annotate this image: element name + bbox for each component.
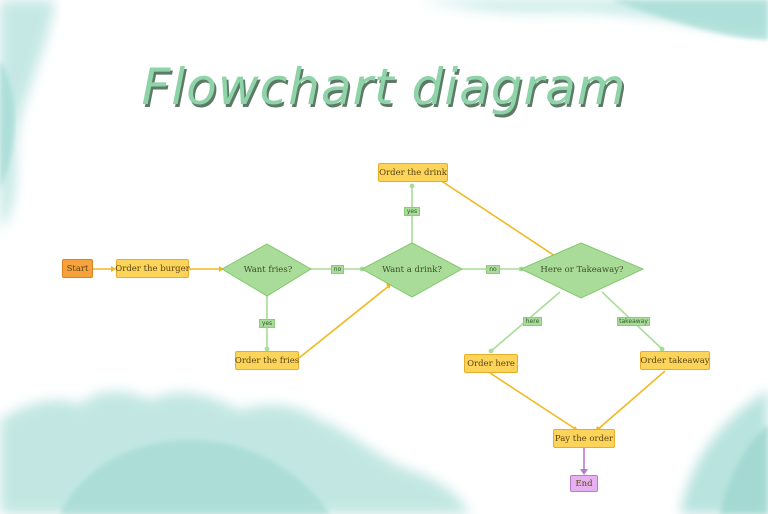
- edge-label-fries-yes: yes: [259, 319, 275, 328]
- edge-label-drink-yes: yes: [404, 207, 420, 216]
- order-burger-node[interactable]: Order the burger: [115, 259, 190, 278]
- decision-here-or-takeaway: [519, 242, 645, 299]
- here-or-takeaway-label: Here or Takeaway?: [540, 265, 624, 275]
- end-node[interactable]: End: [570, 475, 598, 492]
- arrow-fries-to-drink: [298, 284, 391, 359]
- page-title: Flowchart diagram: [141, 58, 627, 116]
- want-fries-label: Want fries?: [243, 265, 293, 275]
- order-takeaway-node[interactable]: Order takeaway: [640, 351, 710, 370]
- start-node[interactable]: Start: [62, 259, 93, 278]
- want-drink-label: Want a drink?: [382, 265, 442, 275]
- edge-label-drink-no: no: [486, 265, 500, 274]
- arrow-here-to-pay: [489, 372, 578, 431]
- edge-label-takeaway: takeaway: [617, 317, 650, 326]
- order-drink-node[interactable]: Order the drink: [378, 163, 448, 182]
- arrow-drink-to-here-takeaway: [439, 179, 556, 257]
- order-here-node[interactable]: Order here: [464, 354, 518, 373]
- order-fries-node[interactable]: Order the fries: [235, 351, 299, 370]
- decision-want-fries: [221, 243, 312, 297]
- edge-label-fries-no: no: [331, 265, 344, 274]
- pay-order-node[interactable]: Pay the order: [553, 429, 615, 448]
- edge-label-here: here: [523, 317, 542, 326]
- decision-want-drink: [360, 242, 464, 298]
- arrow-takeaway-to-pay: [596, 370, 666, 431]
